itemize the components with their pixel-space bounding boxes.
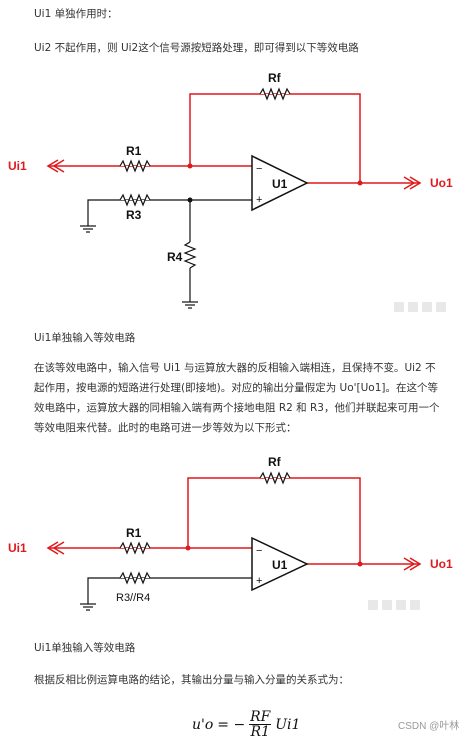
paragraph-analysis: 在该等效电路中，输入信号 Ui1 与运算放大器的反相输入端相连，且保持不变。Ui… — [34, 362, 440, 434]
r4-label: R4 — [167, 250, 183, 264]
opamp-u1 — [251, 154, 309, 212]
image-placeholder-dots-2 — [368, 600, 420, 610]
opamp-label: U1 — [272, 177, 288, 191]
formula-numerator: RF — [250, 709, 271, 725]
r34-resistor — [119, 571, 151, 585]
r1-label-2: R1 — [126, 526, 142, 540]
opamp-minus-sign: − — [256, 163, 262, 175]
rf-resistor — [259, 87, 291, 101]
circuit-diagram-1: − + U1 Rf R1 R3 R4 Ui1 Uo1 — [8, 71, 453, 309]
opamp-u1-2 — [251, 536, 309, 592]
formula-denominator: R1 — [250, 724, 270, 740]
r1-resistor — [119, 159, 151, 173]
input-label-ui1: Ui1 — [8, 159, 27, 173]
heading-ui1-alone: Ui1 单独作用时： — [34, 8, 118, 20]
formula-rhs: Ui1 — [275, 716, 301, 733]
output-label-uo1: Uo1 — [430, 176, 453, 190]
formula-inverting-gain: u'o = − RF R1 Ui1 — [192, 710, 300, 739]
formula-lhs: u'o — [192, 716, 214, 733]
r1-resistor-2 — [119, 541, 151, 555]
opamp-minus-sign-2: − — [256, 545, 262, 557]
paragraph-ui2-short: Ui2 不起作用，则 Ui2这个信号源按短路处理，即可得到以下等效电路 — [34, 42, 359, 54]
formula-eq: = − — [217, 716, 246, 733]
csdn-watermark: CSDN @叶林 — [398, 721, 460, 732]
r3-label: R3 — [126, 208, 142, 222]
rf-label: Rf — [268, 71, 282, 85]
opamp-plus-sign-2: + — [256, 575, 262, 587]
opamp-plus-sign: + — [256, 194, 262, 206]
r4-resistor — [183, 241, 197, 269]
input-label-ui1-2: Ui1 — [8, 541, 27, 555]
caption-circuit-1: Ui1单独输入等效电路 — [34, 332, 136, 344]
caption-circuit-2: Ui1单独输入等效电路 — [34, 642, 136, 654]
r3-resistor — [119, 193, 151, 207]
paragraph-conclusion: 根据反相比例运算电路的结论，其输出分量与输入分量的关系式为： — [34, 674, 349, 686]
rf-resistor-2 — [259, 471, 291, 485]
image-placeholder-dots — [394, 302, 446, 312]
rf-label-2: Rf — [268, 455, 282, 469]
output-label-uo1-2: Uo1 — [430, 557, 453, 571]
r1-label: R1 — [126, 144, 142, 158]
circuit-diagram-2: − + U1 Rf R1 R3//R4 Ui1 Uo1 — [8, 455, 453, 611]
opamp-label-2: U1 — [272, 558, 288, 572]
r34-label: R3//R4 — [116, 592, 150, 604]
